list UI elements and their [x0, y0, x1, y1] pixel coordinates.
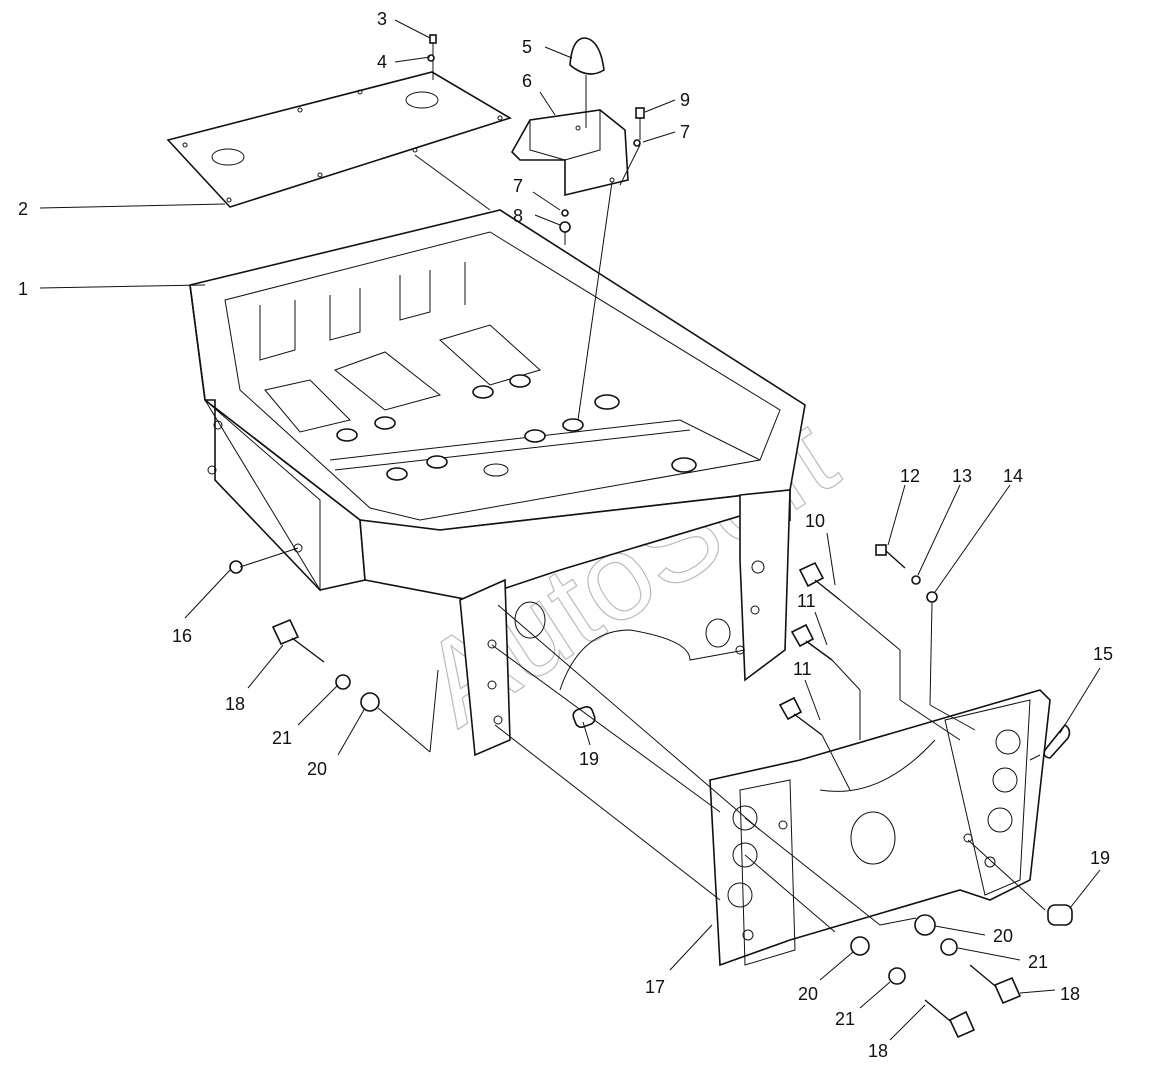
callout-7-upper: 7 [680, 122, 690, 142]
washer-part-21-bottom [888, 967, 906, 985]
washer-part-7-lower [561, 209, 569, 217]
main-frame-part-1 [189, 209, 806, 757]
rubber-stop-part-5 [569, 37, 605, 100]
washer-part-20-bottom [850, 936, 870, 956]
nut-part-16 [229, 560, 243, 574]
screw-part-3 [429, 34, 437, 70]
callout-7-lower: 7 [513, 176, 523, 196]
bolt-part-18-right [969, 964, 1022, 1005]
front-support-part-17 [709, 689, 1051, 967]
washer-part-4 [427, 54, 435, 62]
callout-5: 5 [522, 37, 532, 57]
callout-11-lower: 11 [793, 659, 812, 679]
callout-3: 3 [377, 9, 387, 29]
nut-part-8 [559, 221, 571, 233]
bolt-part-18-bottom [924, 999, 976, 1039]
callout-leaders [39, 19, 1101, 1041]
callout-21-left: 21 [272, 728, 292, 748]
callout-9: 9 [680, 90, 690, 110]
callout-1: 1 [18, 279, 28, 299]
callout-19-right: 19 [1090, 848, 1110, 868]
callout-6: 6 [522, 71, 532, 91]
washer-part-14 [926, 591, 938, 603]
spacer-part-19-left [572, 706, 596, 728]
callout-18-left: 18 [225, 694, 245, 714]
callout-17: 17 [645, 977, 665, 997]
bolt-part-10 [798, 561, 841, 601]
bolt-part-12 [875, 544, 906, 569]
callout-19-left: 19 [579, 749, 599, 769]
callout-8: 8 [513, 206, 523, 226]
callout-14: 14 [1003, 466, 1023, 486]
callout-20-left: 20 [307, 759, 327, 779]
callout-labels: 3 4 2 1 5 6 9 7 7 8 10 11 11 12 13 14 15… [18, 9, 1113, 1061]
callout-12: 12 [900, 466, 920, 486]
bolt-part-9 [635, 107, 645, 140]
mounting-bosses [336, 374, 697, 481]
washer-part-7-upper [633, 139, 641, 147]
callout-20-bottom: 20 [798, 984, 818, 1004]
callout-15: 15 [1093, 644, 1113, 664]
callout-21-right: 21 [1028, 952, 1048, 972]
washer-part-13 [911, 575, 921, 585]
callout-11-upper: 11 [797, 591, 816, 611]
washer-part-21-left [335, 674, 351, 690]
callout-4: 4 [377, 52, 387, 72]
bolt-part-11-lower [778, 696, 823, 736]
callout-16: 16 [172, 626, 192, 646]
assembly-lines [239, 70, 1046, 933]
callout-18-right: 18 [1060, 984, 1080, 1004]
callout-13: 13 [952, 466, 972, 486]
spacer-part-19-right [1047, 904, 1073, 926]
callout-10: 10 [805, 511, 825, 531]
callout-18-bottom: 18 [868, 1041, 888, 1061]
callout-2: 2 [18, 199, 28, 219]
bracket-part-6 [511, 109, 629, 197]
washer-part-20-left [360, 692, 380, 712]
cover-plate-part-2 [166, 71, 512, 208]
plate-part-15 [1043, 723, 1071, 759]
washer-part-20-right [914, 914, 936, 936]
washer-part-21-right [940, 938, 958, 956]
callout-20-right: 20 [993, 926, 1013, 946]
bolt-part-18-left [271, 618, 325, 663]
callout-21-bottom: 21 [835, 1009, 855, 1029]
bolt-part-11-upper [790, 623, 833, 661]
